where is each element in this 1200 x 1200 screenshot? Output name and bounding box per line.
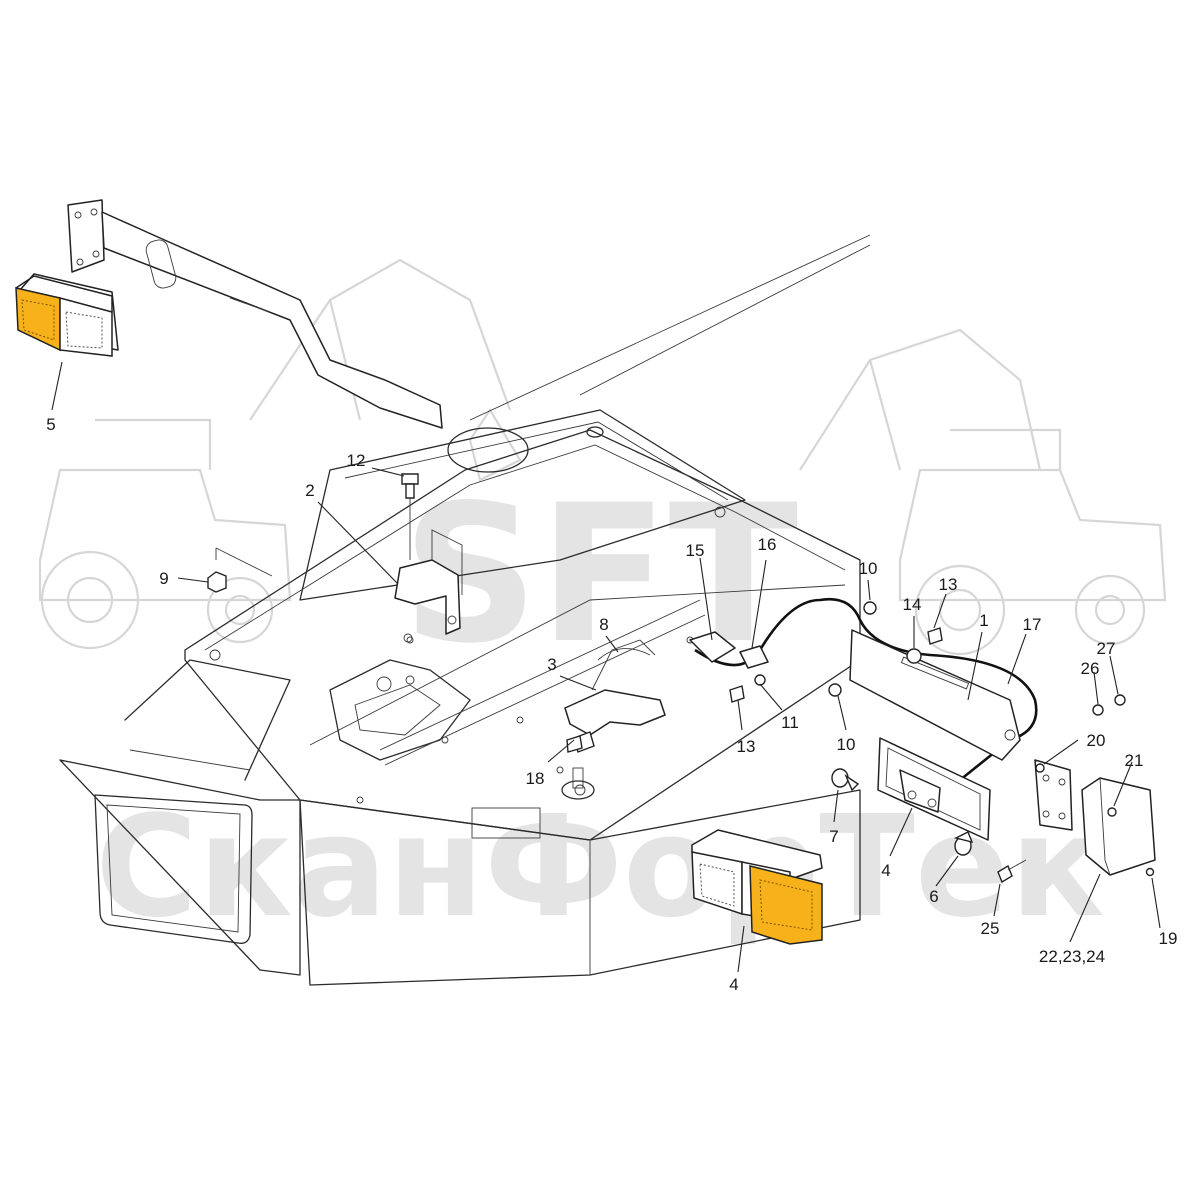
callout-10-top: 10 [859,559,878,578]
callout-9: 9 [159,569,168,588]
callout-12: 12 [347,451,366,470]
watermark-logo-text: SFT [402,464,798,685]
callout-8: 8 [599,615,608,634]
callout-13-top: 13 [939,575,958,594]
callout-13-bottom: 13 [737,737,756,756]
callout-labels: 5 12 2 9 8 3 18 15 16 13 11 10 10 14 13 … [46,415,1177,994]
lamp-part-5 [15,273,119,357]
callout-16: 16 [758,535,777,554]
nut-part-9 [207,547,273,593]
callout-1: 1 [979,611,988,630]
machine-body [59,234,871,986]
callout-26: 26 [1081,659,1100,678]
callout-21: 21 [1125,751,1144,770]
callout-27: 27 [1097,639,1116,658]
callout-4-bracket: 4 [881,861,890,880]
callout-20: 20 [1087,731,1106,750]
callout-22-23-24: 22,23,24 [1039,947,1105,966]
center-hardware [564,639,666,753]
support-bar [67,199,443,429]
right-hardware [689,597,1156,884]
watermark: SFT СканФорТек [38,258,1167,949]
callout-19: 19 [1159,929,1178,948]
callout-25: 25 [981,919,1000,938]
callout-14: 14 [903,595,922,614]
callout-2: 2 [305,481,314,500]
callout-7: 7 [829,827,838,846]
leader-lines [51,361,1161,973]
bracket-part-2 [394,473,463,644]
callout-6: 6 [929,887,938,906]
callout-10-bottom: 10 [837,735,856,754]
callout-5: 5 [46,415,55,434]
lamp-part-4 [691,829,823,945]
callout-17: 17 [1023,615,1042,634]
callout-11: 11 [781,713,799,732]
callout-3: 3 [547,655,556,674]
callout-15: 15 [686,541,705,560]
callout-4-lamp: 4 [729,975,738,994]
callout-18: 18 [526,769,545,788]
